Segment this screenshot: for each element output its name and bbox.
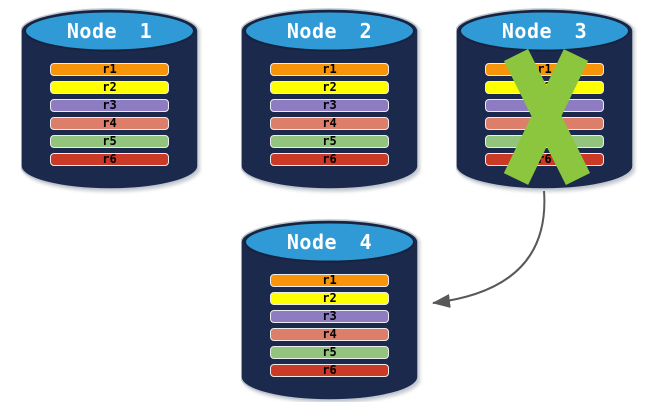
node-4: Node 4 r1 r2 r3 r4 r5 r6 bbox=[241, 218, 418, 402]
replica-row-r4: r4 bbox=[270, 328, 389, 341]
replica-row-r2: r2 bbox=[270, 81, 389, 94]
replica-row-r4: r4 bbox=[50, 117, 169, 130]
replica-row-r6: r6 bbox=[270, 364, 389, 377]
node-1: Node 1 r1 r2 r3 r4 r5 r6 bbox=[21, 7, 198, 192]
replica-row-r2: r2 bbox=[50, 81, 169, 94]
replica-row-r3: r3 bbox=[270, 310, 389, 323]
replica-row-r1: r1 bbox=[270, 63, 389, 76]
node-title: Node 3 bbox=[501, 19, 588, 43]
failure-x-icon bbox=[503, 48, 591, 186]
node-title: Node 2 bbox=[286, 19, 373, 43]
node-title: Node 4 bbox=[286, 230, 373, 254]
node-2: Node 2 r1 r2 r3 r4 r5 r6 bbox=[241, 7, 418, 192]
replica-row-r4: r4 bbox=[270, 117, 389, 130]
replica-rows: r1 r2 r3 r4 r5 r6 bbox=[270, 63, 389, 171]
replica-row-r5: r5 bbox=[270, 135, 389, 148]
replica-row-r3: r3 bbox=[50, 99, 169, 112]
replica-rows: r1 r2 r3 r4 r5 r6 bbox=[50, 63, 169, 171]
replica-row-r5: r5 bbox=[270, 346, 389, 359]
replica-rows: r1 r2 r3 r4 r5 r6 bbox=[270, 274, 389, 382]
replica-row-r1: r1 bbox=[270, 274, 389, 287]
replica-row-r6: r6 bbox=[50, 153, 169, 166]
node-3: Node 3 r1 r2 r3 r4 r5 r6 bbox=[456, 7, 633, 192]
replica-row-r2: r2 bbox=[270, 292, 389, 305]
node-title: Node 1 bbox=[66, 19, 153, 43]
replica-row-r3: r3 bbox=[270, 99, 389, 112]
replica-row-r6: r6 bbox=[270, 153, 389, 166]
replica-row-r5: r5 bbox=[50, 135, 169, 148]
replica-row-r1: r1 bbox=[50, 63, 169, 76]
